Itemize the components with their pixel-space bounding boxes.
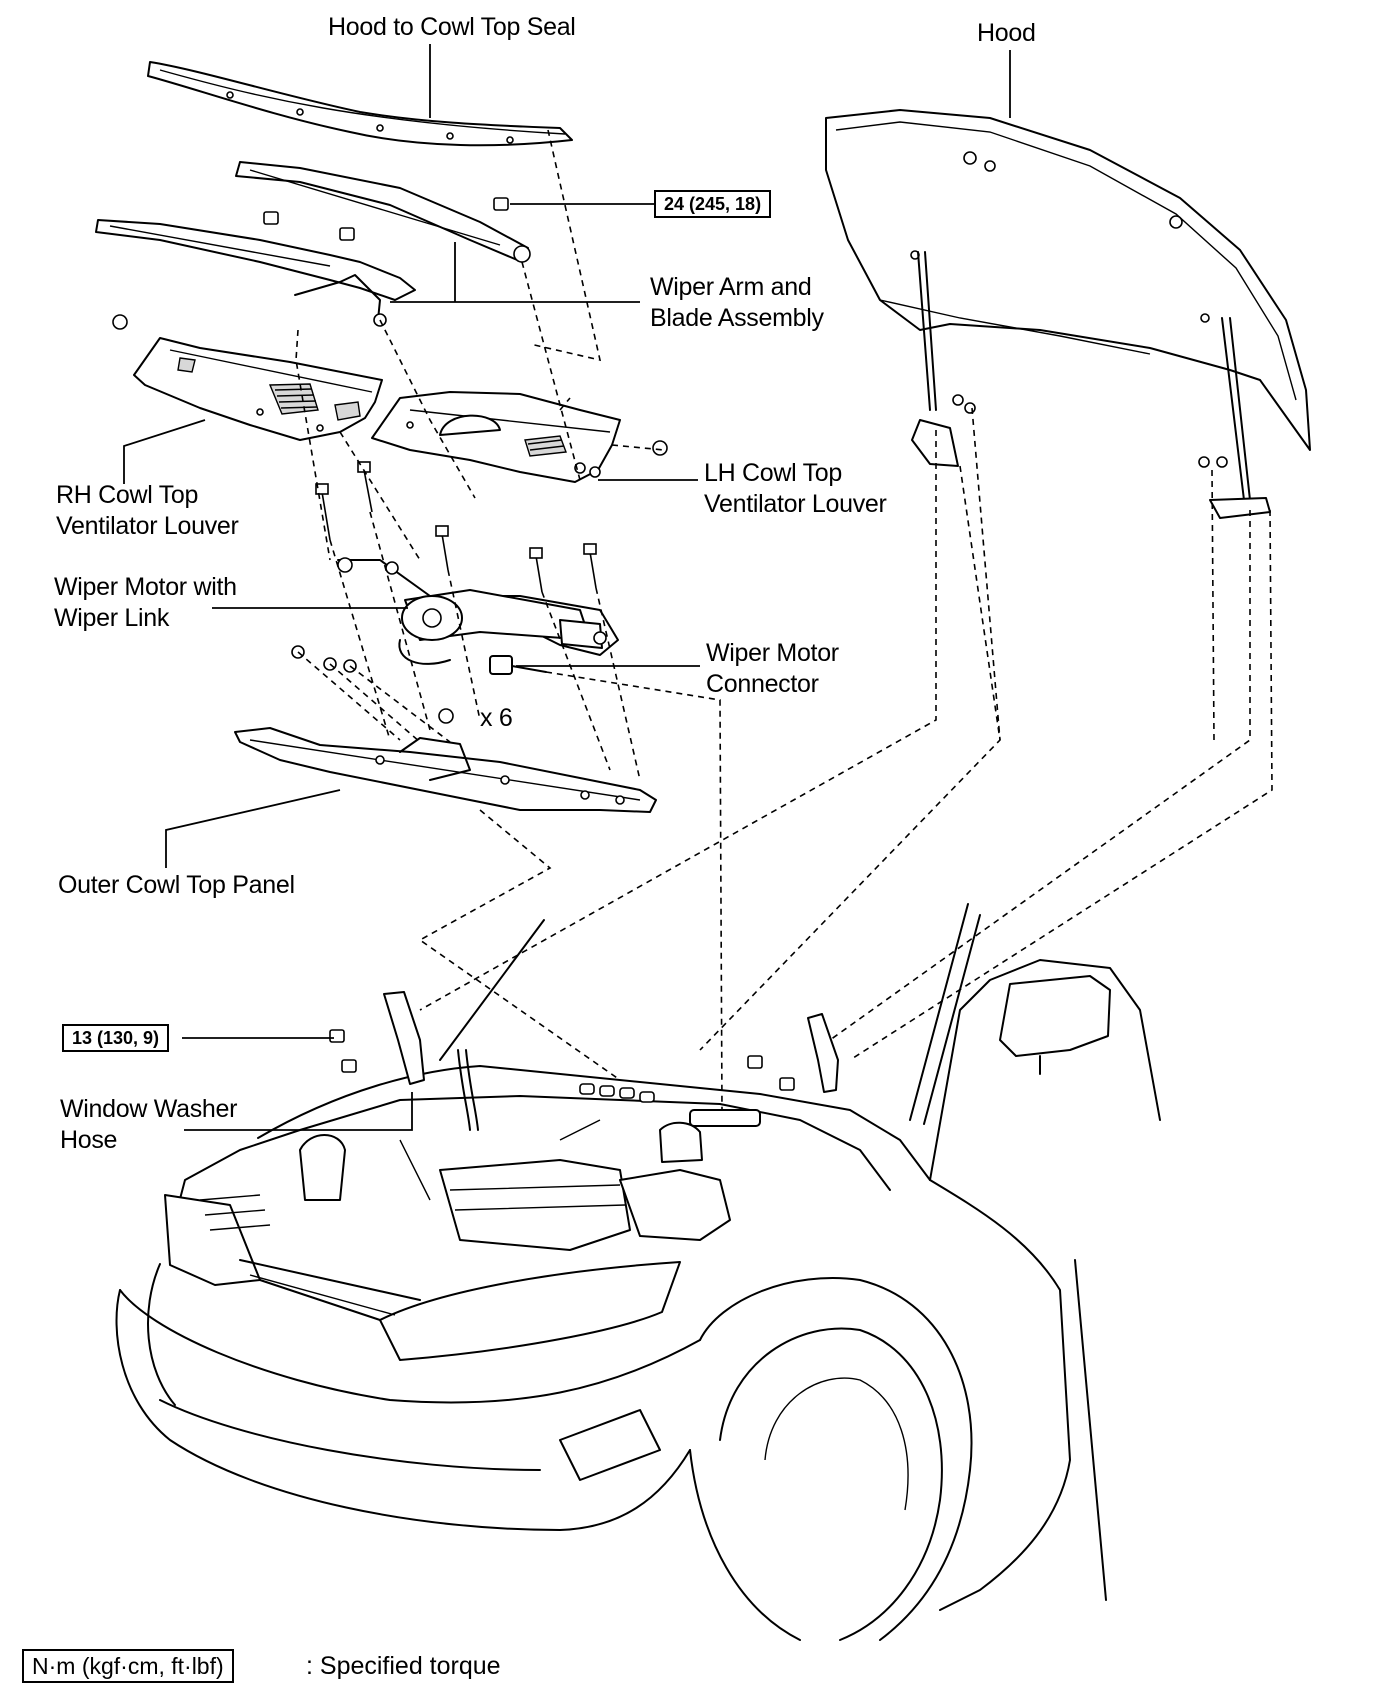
wiper-arm-nuts xyxy=(263,197,509,241)
leader-outer-cowl xyxy=(165,789,341,868)
label-washer-hose-line1: Window Washer xyxy=(60,1095,238,1123)
lh-cowl-louver-part xyxy=(371,391,621,483)
motor-bolts xyxy=(315,461,597,593)
torque-box-hood-hinge: 13 (130, 9) xyxy=(62,1024,170,1052)
torque-box-wiper-arm: 24 (245, 18) xyxy=(654,190,772,218)
label-washer-hose-line2: Hose xyxy=(60,1126,118,1154)
assembly-guide-lines xyxy=(295,129,1273,1111)
legend-description: : Specified torque xyxy=(306,1652,501,1680)
wiper-motor-connector-part xyxy=(489,655,547,675)
label-rh-louver-line2: Ventilator Louver xyxy=(56,512,239,540)
body-hood-hinges xyxy=(329,991,839,1093)
panel-bolts xyxy=(291,645,454,724)
leader-rh-louver xyxy=(123,419,206,484)
leader-wiper-arm xyxy=(390,242,640,303)
label-wiper-motor-line1: Wiper Motor with xyxy=(54,573,237,601)
label-wiper-motor-line2: Wiper Link xyxy=(54,604,170,632)
rh-cowl-louver-part xyxy=(133,337,383,441)
label-lh-louver-line2: Ventilator Louver xyxy=(704,490,887,518)
vehicle-body xyxy=(115,903,1161,1641)
lh-louver-clip xyxy=(652,440,668,456)
hood-to-cowl-seal-part xyxy=(147,61,573,147)
label-lh-louver-line1: LH Cowl Top xyxy=(704,459,842,487)
label-outer-cowl-panel: Outer Cowl Top Panel xyxy=(58,871,295,899)
label-wiper-arm-line1: Wiper Arm and xyxy=(650,273,812,301)
hood-part xyxy=(825,109,1311,519)
leader-washer-hose xyxy=(184,1092,413,1131)
rh-louver-clip xyxy=(112,314,128,330)
outer-cowl-panel-part xyxy=(234,727,657,813)
label-connector-line1: Wiper Motor xyxy=(706,639,839,667)
label-rh-louver-line1: RH Cowl Top xyxy=(56,481,199,509)
label-hood: Hood xyxy=(977,19,1036,47)
label-connector-line2: Connector xyxy=(706,670,819,698)
wiper-motor-link-part xyxy=(337,557,619,665)
legend-unit-box: N·m (kgf·cm, ft·lbf) xyxy=(22,1649,234,1683)
wiper-arm-lower-part xyxy=(95,219,416,327)
label-bolt-count: x 6 xyxy=(480,704,513,732)
label-hood-to-cowl-seal: Hood to Cowl Top Seal xyxy=(328,13,576,41)
label-wiper-arm-line2: Blade Assembly xyxy=(650,304,824,332)
